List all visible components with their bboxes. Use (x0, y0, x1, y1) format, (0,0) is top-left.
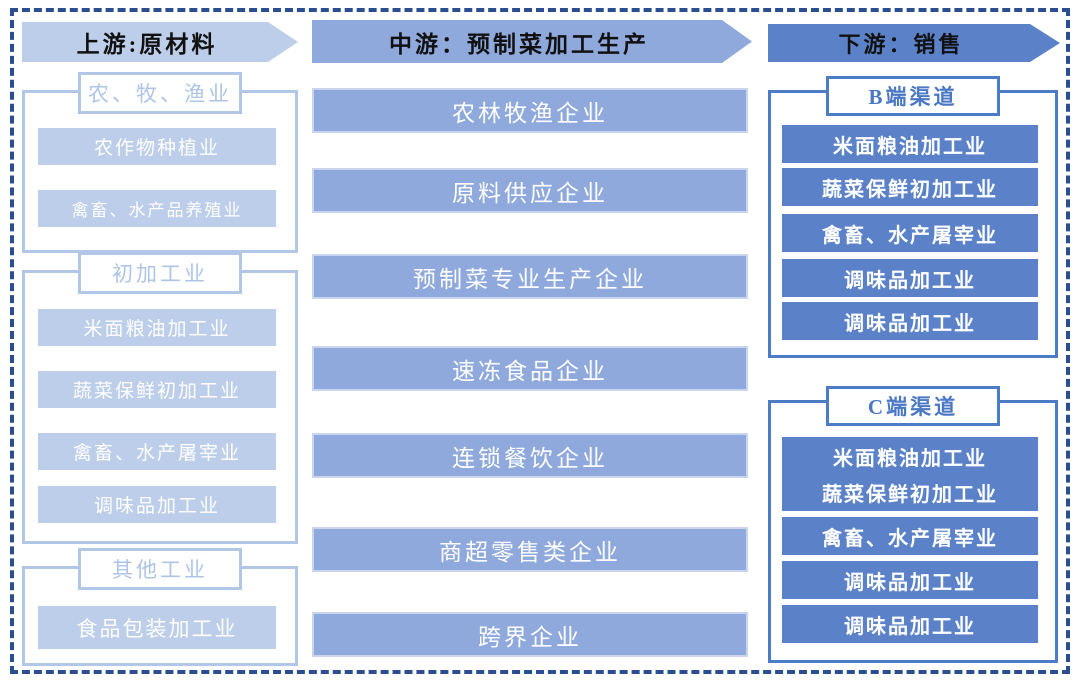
midstream-item: 原料供应企业 (312, 168, 748, 213)
list-item: 禽畜、水产屠宰业 (782, 517, 1038, 555)
list-item: 调味品加工业 (782, 302, 1038, 340)
list-item: 蔬菜保鲜初加工业 (782, 473, 1038, 511)
upstream-group-primary-processing-title: 初加工业 (78, 252, 242, 294)
list-item: 调味品加工业 (782, 561, 1038, 599)
downstream-group-b-channel-title: B端渠道 (826, 76, 1000, 116)
midstream-item: 连锁餐饮企业 (312, 433, 748, 478)
list-item: 米面粮油加工业 (782, 125, 1038, 163)
list-item: 禽畜、水产屠宰业 (782, 214, 1038, 252)
downstream-group-c-channel: C端渠道 米面粮油加工业 蔬菜保鲜初加工业 禽畜、水产屠宰业 调味品加工业 调味… (768, 386, 1058, 663)
upstream-group-other-industry: 其他工业 食品包装加工业 (22, 548, 298, 666)
list-item: 米面粮油加工业 (782, 437, 1038, 475)
list-item: 调味品加工业 (782, 605, 1038, 643)
list-item: 农作物种植业 (38, 128, 276, 165)
downstream-header-arrow: 下游：销售 (768, 24, 1060, 62)
list-item: 禽畜、水产品养殖业 (38, 190, 276, 227)
midstream-header-arrow: 中游：预制菜加工生产 (312, 20, 752, 63)
downstream-group-b-channel: B端渠道 米面粮油加工业 蔬菜保鲜初加工业 禽畜、水产屠宰业 调味品加工业 调味… (768, 76, 1058, 358)
midstream-item: 跨界企业 (312, 612, 748, 657)
upstream-header-label: 上游:原材料 (76, 32, 218, 57)
list-item: 蔬菜保鲜初加工业 (782, 168, 1038, 206)
list-item: 禽畜、水产屠宰业 (38, 433, 276, 470)
list-item: 食品包装加工业 (38, 606, 276, 649)
list-item: 米面粮油加工业 (38, 309, 276, 346)
upstream-group-other-industry-title: 其他工业 (78, 548, 242, 590)
list-item: 蔬菜保鲜初加工业 (38, 371, 276, 408)
upstream-group-agriculture: 农、牧、渔业 农作物种植业 禽畜、水产品养殖业 (22, 72, 298, 253)
downstream-group-c-channel-title: C端渠道 (826, 386, 1000, 426)
midstream-item: 速冻食品企业 (312, 346, 748, 391)
upstream-header-arrow: 上游:原材料 (22, 22, 298, 62)
upstream-group-primary-processing: 初加工业 米面粮油加工业 蔬菜保鲜初加工业 禽畜、水产屠宰业 调味品加工业 (22, 252, 298, 544)
midstream-item: 预制菜专业生产企业 (312, 254, 748, 299)
list-item: 调味品加工业 (782, 259, 1038, 297)
midstream-header-label: 中游：预制菜加工生产 (389, 31, 649, 57)
upstream-group-agriculture-title: 农、牧、渔业 (78, 72, 242, 114)
list-item: 调味品加工业 (38, 486, 276, 523)
downstream-header-label: 下游：销售 (838, 32, 964, 57)
midstream-item: 农林牧渔企业 (312, 88, 748, 133)
midstream-item: 商超零售类企业 (312, 527, 748, 572)
